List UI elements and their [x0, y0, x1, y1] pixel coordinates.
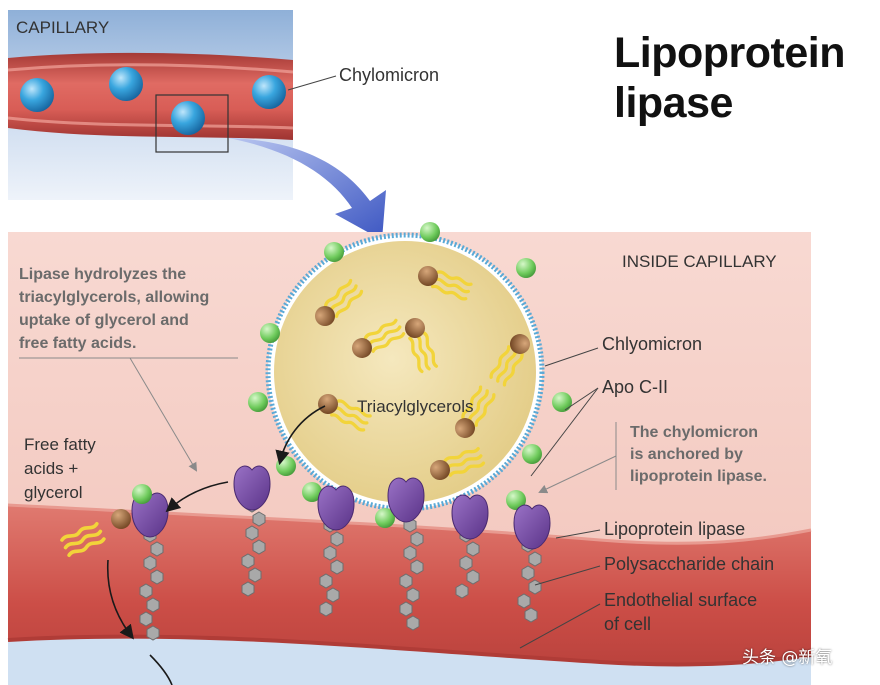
- hydrolysis-note-line: free fatty acids.: [19, 335, 136, 352]
- triacylglycerol: [430, 445, 486, 480]
- chylomicron-particle: [171, 101, 205, 135]
- apo-c2-ball: [276, 456, 296, 476]
- page-title: Lipoprotein lipase: [614, 28, 845, 128]
- products-label-line: glycerol: [24, 483, 83, 502]
- lipoprotein-lipase: [451, 494, 489, 540]
- apo-c2-ball: [506, 490, 526, 510]
- hydrolysis-note-line: uptake of glycerol and: [19, 312, 189, 329]
- apo-c2-label: Apo C-II: [602, 377, 668, 397]
- chylomicron-core: [274, 241, 536, 503]
- side-labels: Chlyomicron Apo C-II Lipoprotein lipase …: [519, 334, 774, 649]
- apo-c2-ball: [302, 482, 322, 502]
- apo-c2-ball: [516, 258, 536, 278]
- triacylglycerol-molecules: [315, 266, 530, 480]
- endothelial-label-line: of cell: [604, 614, 651, 634]
- lipoprotein-lipase: [233, 465, 271, 511]
- apo-c2-ball: [324, 242, 344, 262]
- uptake-arrow-2: [149, 654, 173, 685]
- capillary-vessel: [8, 52, 293, 140]
- uptake-arrow: [106, 559, 134, 640]
- top-capillary-panel: CAPILLARY Chylomicron: [7, 10, 439, 200]
- triacylglycerol: [315, 277, 365, 326]
- endothelial-label-line: Endothelial surface: [604, 590, 757, 610]
- triacylglycerol: [488, 334, 530, 388]
- lipoprotein-lipase: [387, 477, 425, 523]
- lipase-anchors: [131, 465, 551, 641]
- chylomicron-label: Chylomicron: [339, 65, 439, 85]
- anchor-note-line: is anchored by: [630, 446, 743, 463]
- capillary-label: CAPILLARY: [16, 18, 109, 37]
- chylomicron-side-label: Chlyomicron: [602, 334, 702, 354]
- free-fatty-acid-product: [59, 509, 131, 559]
- chylomicron-leader: [287, 75, 337, 91]
- hydrolysis-note-line: Lipase hydrolyzes the: [19, 266, 186, 283]
- zoom-arrow: [228, 138, 386, 240]
- glycerol-head: [111, 509, 131, 529]
- inside-capillary-label: INSIDE CAPILLARY: [622, 252, 777, 271]
- release-arrow: [275, 405, 326, 466]
- apo-c2-ball: [375, 508, 395, 528]
- products-label-line: Free fatty: [24, 435, 96, 454]
- triacylglycerol: [455, 384, 497, 438]
- triacylglycerol: [318, 394, 373, 433]
- lipoprotein-lipase: [317, 485, 355, 531]
- apo-c2-ball: [260, 323, 280, 343]
- products-label: Free fatty acids + glycerol: [24, 435, 96, 502]
- apo-c2-ball: [552, 392, 572, 412]
- anchor-note-line: lipoprotein lipase.: [630, 468, 767, 485]
- lower-vessel-edge: [8, 636, 811, 685]
- products-label-line: acids +: [24, 459, 78, 478]
- chylomicron-particle: [252, 75, 286, 109]
- lipoprotein-lipase: [513, 504, 551, 550]
- apo-c2-ball: [248, 392, 268, 412]
- apo-c2-ball: [420, 222, 440, 242]
- to-products-arrow: [165, 481, 229, 513]
- zoom-box: [155, 94, 229, 153]
- apo-c2-ball: [132, 484, 152, 504]
- triacylglycerol: [418, 266, 474, 302]
- title-line: Lipoprotein: [614, 29, 845, 77]
- triacylglycerol: [352, 317, 406, 358]
- polysaccharide-chain-label: Polysaccharide chain: [604, 554, 774, 574]
- hydrolysis-note-line: triacylglycerols, allowing: [19, 289, 209, 306]
- anchor-note-line: The chylomicron: [630, 424, 758, 441]
- anchor-note: The chylomicron is anchored by lipoprote…: [538, 422, 767, 494]
- lipoprotein-lipase-label: Lipoprotein lipase: [604, 519, 745, 539]
- chylomicron-large: [265, 232, 545, 512]
- apo-c2-ball: [522, 444, 542, 464]
- triacylglycerol: [405, 318, 440, 374]
- chylomicron-particle: [20, 78, 54, 112]
- watermark: 头条 @新氧: [742, 648, 833, 668]
- hydrolysis-note: Lipase hydrolyzes the triacylglycerols, …: [19, 266, 238, 472]
- title-line: lipase: [614, 79, 733, 127]
- triacylglycerols-label: Triacylglycerols: [357, 397, 474, 416]
- chylomicron-particle: [109, 67, 143, 101]
